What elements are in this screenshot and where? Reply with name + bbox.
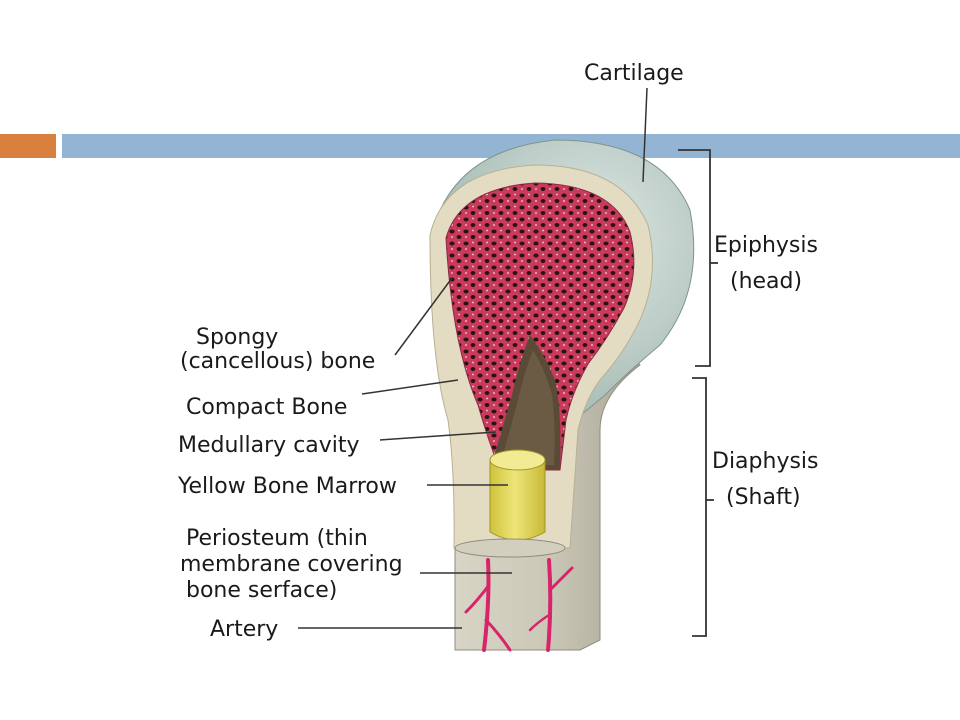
artery-vessels — [464, 558, 574, 652]
label-cartilage: Cartilage — [584, 61, 684, 86]
label-epiphysis-line2: (head) — [730, 269, 802, 294]
label-compact-bone: Compact Bone — [186, 395, 347, 420]
label-epiphysis-line1: Epiphysis — [714, 233, 818, 258]
leader-lines — [298, 87, 648, 629]
label-artery: Artery — [210, 617, 278, 642]
yellow-marrow-cylinder — [489, 459, 546, 541]
label-yellow-bone-marrow: Yellow Bone Marrow — [177, 474, 397, 499]
label-periosteum-line1: Periosteum (thin — [186, 526, 368, 551]
label-spongy-line2: (cancellous) bone — [180, 349, 375, 374]
label-periosteum-line2: membrane covering — [180, 552, 403, 577]
label-diaphysis-line2: (Shaft) — [726, 485, 801, 510]
cartilage-leader — [642, 87, 648, 183]
label-diaphysis-line1: Diaphysis — [712, 449, 819, 474]
label-medullary-cavity: Medullary cavity — [178, 433, 360, 458]
label-periosteum-line3: bone serface) — [186, 578, 337, 603]
medullary-leader — [379, 431, 497, 441]
diaphysis-bracket — [692, 377, 707, 637]
label-spongy-line1: Spongy — [196, 325, 278, 350]
title-accent-block — [0, 134, 56, 158]
spongy-leader — [394, 277, 453, 356]
periosteum-edge — [454, 538, 566, 558]
epiphysis-bracket — [678, 149, 711, 367]
compact-leader — [361, 379, 459, 395]
spongy-bone-region — [445, 182, 635, 471]
yellow-marrow-top — [489, 449, 546, 471]
